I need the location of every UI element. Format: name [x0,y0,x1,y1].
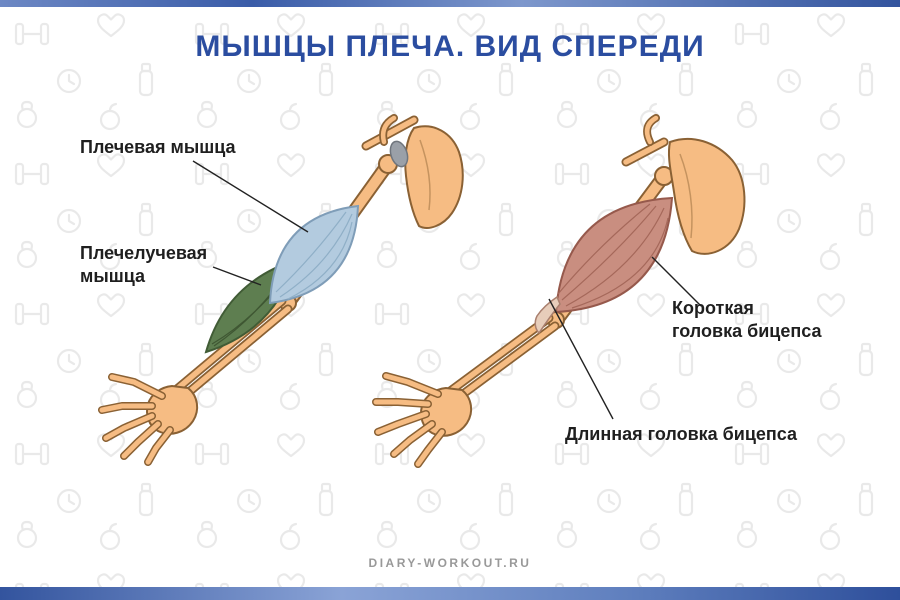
right-scapula-bone [667,137,746,255]
watermark: DIARY-WORKOUT.RU [368,556,532,570]
top-border-bar [0,0,900,7]
left-hand-bones [98,373,199,466]
label-biceps-long-text: Длинная головка бицепса [565,424,798,444]
biceps-muscle [534,196,674,335]
label-biceps-short-head: Короткая головка бицепса [672,297,821,343]
leader-line-biceps-short [651,256,702,307]
leader-line-brachialis [192,160,309,233]
label-biceps-short-line2: головка бицепса [672,321,822,341]
label-brachialis: Плечевая мышца [80,136,236,159]
label-brachialis-text: Плечевая мышца [80,137,236,157]
leader-line-brachioradialis [212,266,262,286]
label-brachioradialis-line2: мышца [80,266,145,286]
bottom-border-bar [0,587,900,600]
leader-line-biceps-long [548,298,614,420]
label-biceps-short-line1: Короткая [672,298,754,318]
biceps-tendon [534,295,561,335]
label-brachioradialis-line1: Плечелучевая [80,243,208,263]
left-glenoid-cartilage [389,140,409,168]
right-arm-illustration [372,114,746,468]
brachialis-muscle [268,204,360,305]
page-title: МЫШЦЫ ПЛЕЧА. ВИД СПЕРЕДИ [195,30,705,63]
right-hand-bones [372,372,473,468]
label-brachioradialis: Плечелучевая мышца [80,242,207,288]
left-clavicle-bone [361,114,419,151]
label-biceps-long-head: Длинная головка бицепса [565,423,797,446]
left-scapula-bone [404,125,464,229]
left-arm-illustration [98,114,464,466]
right-clavicle-bone [621,114,669,167]
right-forearm-bones [443,313,560,409]
